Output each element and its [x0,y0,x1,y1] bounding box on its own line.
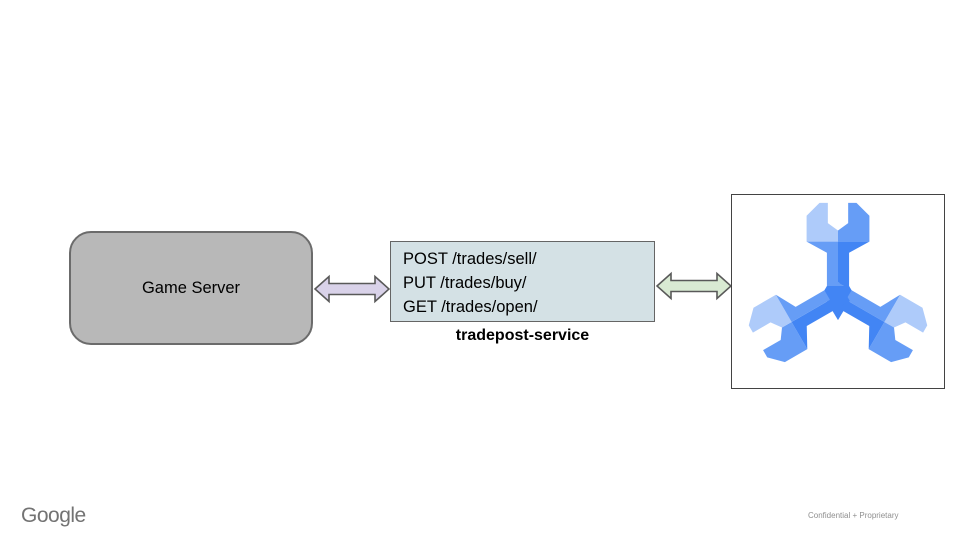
tradepost-service-node: POST /trades/sell/ PUT /trades/buy/ GET … [390,241,655,322]
bidirectional-arrow-right [656,271,732,301]
google-logo: Google [21,504,86,527]
endpoint-line: GET /trades/open/ [403,298,538,316]
confidential-note: Confidential + Proprietary [808,511,899,520]
game-servers-icon-frame [731,194,945,389]
bidirectional-arrow-left [314,274,390,304]
game-server-node: Game Server [69,231,313,345]
endpoint-line: POST /trades/sell/ [403,250,537,268]
game-server-label: Game Server [141,278,241,297]
tradepost-service-label: tradepost-service [455,327,590,344]
endpoint-line: PUT /trades/buy/ [403,274,527,292]
game-servers-icon [748,202,928,363]
